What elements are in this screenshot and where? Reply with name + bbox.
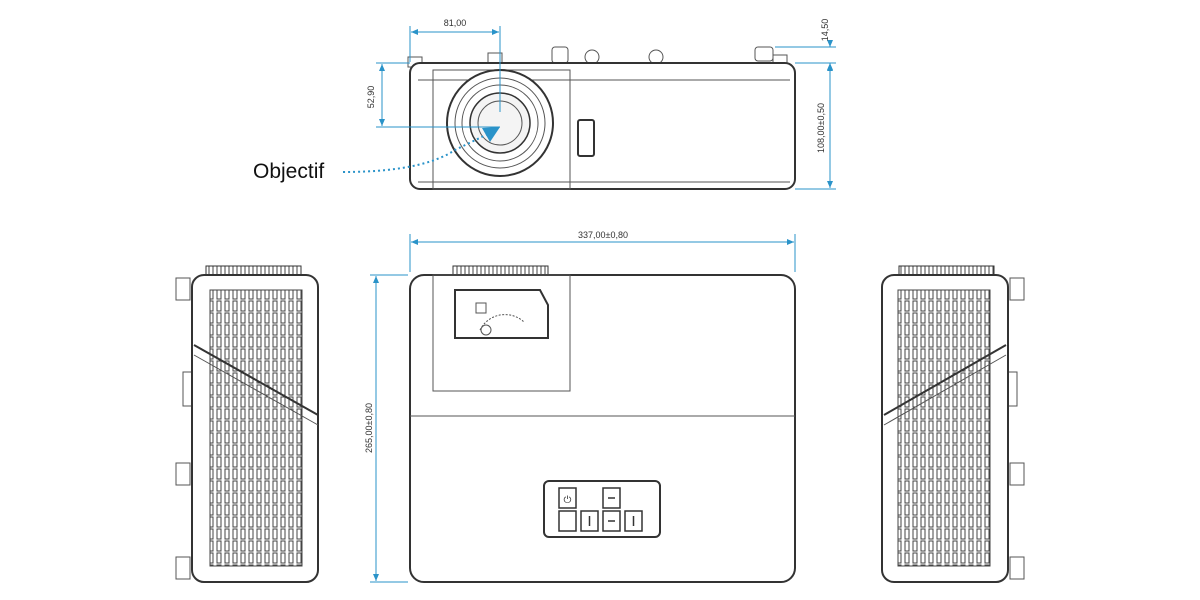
lens-callout-label: Objectif [253,160,324,183]
dim-body-height: 108,00±0,50 [795,64,836,190]
front-sensor-window [577,119,595,157]
control-keypad: ⏻ [543,480,661,538]
dim-lens-height-label: 52,90 [366,86,376,109]
left-side-view [175,265,319,583]
dim-depth-label: 265,00±0,80 [364,403,374,453]
dim-body-height-label: 108,00±0,50 [816,103,826,153]
menu-key [558,510,577,532]
right-side-view [881,265,1025,583]
dim-lens-offset-x: 81,00 [409,18,501,112]
front-view: 81,00 52,90 14,50 108,00±0,50 Objectif [253,18,836,190]
dim-depth: 265,00±0,80 [364,274,408,583]
top-lens-cover [432,274,571,392]
focus-ring-window [454,289,549,339]
top-body [409,274,796,583]
dim-top-knob-height-label: 14,50 [820,19,830,42]
lens-housing [432,69,571,190]
dim-lens-offset-x-label: 81,00 [444,18,467,28]
lens-callout: Objectif [253,127,500,183]
lens [446,69,554,177]
dim-lens-height: 52,90 [366,62,500,128]
dim-width-label: 337,00±0,80 [578,230,628,240]
top-view: ⏻ 337,00±0,80 265,00±0,80 [364,230,796,583]
right-vent-grille [897,289,991,567]
dim-width: 337,00±0,80 [409,230,796,272]
power-icon: ⏻ [564,495,572,506]
power-key [558,487,577,509]
left-vent-grille [209,289,303,567]
